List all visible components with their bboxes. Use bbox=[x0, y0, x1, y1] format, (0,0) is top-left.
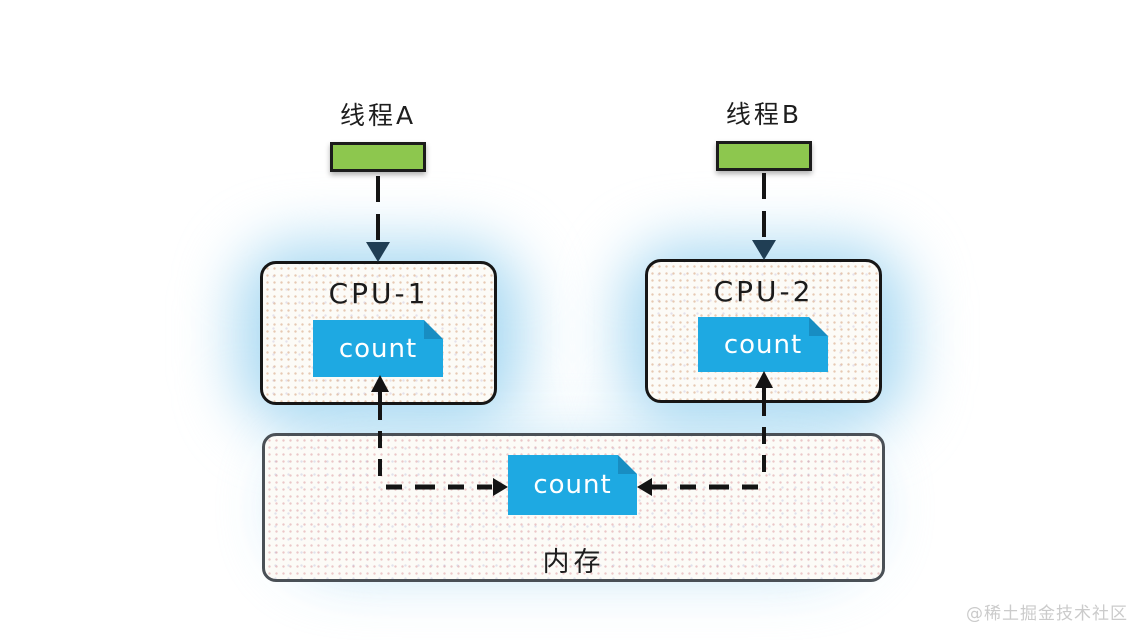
watermark: @稀土掘金技术社区 bbox=[966, 604, 1128, 624]
thread-a-label: 线程A bbox=[339, 101, 417, 130]
thread-a-block bbox=[330, 142, 426, 172]
memory-title: 内存 bbox=[542, 547, 605, 578]
cpu1-title: CPU-1 bbox=[328, 277, 429, 310]
thread-b-block bbox=[716, 141, 812, 171]
cpu1-count-badge: count bbox=[313, 320, 443, 377]
thread-b-label: 线程B bbox=[725, 100, 803, 129]
cpu2-count-badge: count bbox=[698, 317, 828, 372]
memory-count-badge: count bbox=[508, 455, 637, 515]
memory-box: 内存 bbox=[262, 433, 885, 582]
cpu2-title: CPU-2 bbox=[713, 275, 814, 308]
